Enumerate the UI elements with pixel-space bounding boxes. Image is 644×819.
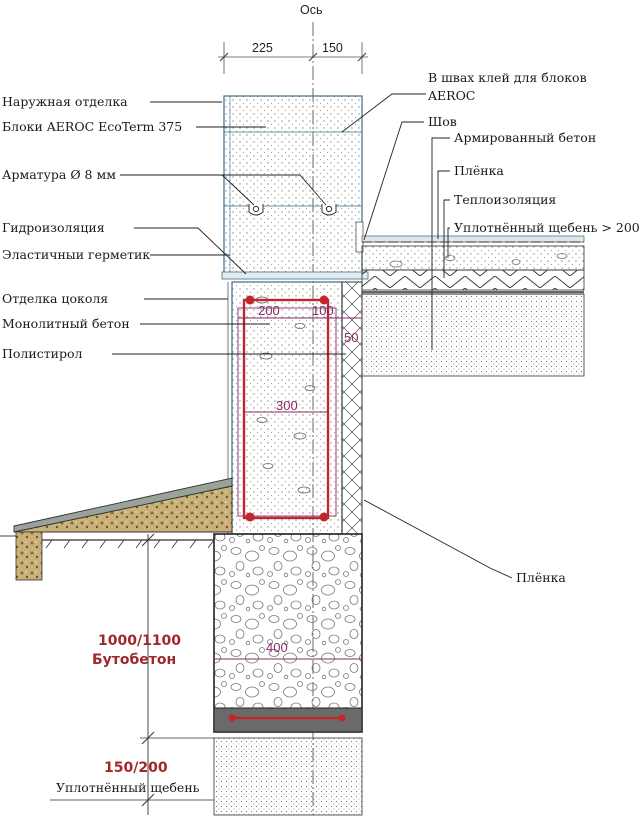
rubble-concrete-footing: 400 (213, 533, 363, 733)
height-gravel: 150/200 (104, 760, 168, 776)
label-insulation: Теплоизоляция (454, 192, 556, 207)
dim-225: 225 (252, 41, 273, 55)
blind-area-ground (0, 477, 233, 581)
label-gravel-bottom: Уплотнённый щебень (56, 780, 200, 795)
monolithic-plinth (227, 281, 363, 535)
dim-300: 300 (276, 398, 298, 413)
footing-material: Бутобетон (92, 652, 176, 668)
label-glue-2: AEROC (427, 88, 475, 103)
left-callouts: Наружная отделка Блоки AEROC EcoTerm 375… (2, 94, 346, 795)
label-film-side: Плёнка (516, 570, 566, 585)
height-footing: 1000/1100 (98, 633, 181, 649)
rebar-cage: 200 100 50 300 (237, 295, 362, 522)
label-gravel-right: Уплотнённый щебень > 200 (454, 220, 640, 235)
label-blocks: Блоки AEROC EcoTerm 375 (2, 119, 182, 134)
height-dimension: 1000/1100 Бутобетон 150/200 (50, 533, 214, 815)
rebar-grooves (248, 204, 337, 216)
axis-label: Ось (300, 3, 323, 17)
aeroc-block-wall (223, 95, 363, 279)
label-sealant: Эластичныи герметик (2, 247, 150, 262)
label-glue-1: В швах клей для блоков (428, 70, 587, 85)
waterproofing-strip (221, 271, 369, 280)
floor-slab-layers (361, 235, 585, 377)
label-rebar: Арматура Ø 8 мм (2, 167, 116, 182)
dim-50: 50 (344, 330, 358, 345)
dim-150: 150 (322, 41, 343, 55)
top-dimension: 225 150 (218, 41, 368, 74)
label-film-top: Плёнка (454, 163, 504, 178)
dim-200: 200 (258, 303, 280, 318)
label-polystyrene: Полистирол (2, 346, 82, 361)
right-callouts: В швах клей для блоков AEROC Шов Армиров… (341, 70, 640, 585)
label-outer-finish: Наружная отделка (2, 94, 128, 109)
label-plinth-finish: Отделка цоколя (2, 291, 108, 306)
label-seam: Шов (428, 114, 457, 129)
label-monolith: Монолитный бетон (2, 316, 130, 331)
dim-100: 100 (312, 303, 334, 318)
gravel-bed (213, 737, 363, 816)
label-reinforced-concrete: Армированный бетон (454, 130, 596, 145)
dim-400: 400 (266, 640, 288, 655)
label-waterproofing: Гидроизоляция (2, 220, 105, 235)
